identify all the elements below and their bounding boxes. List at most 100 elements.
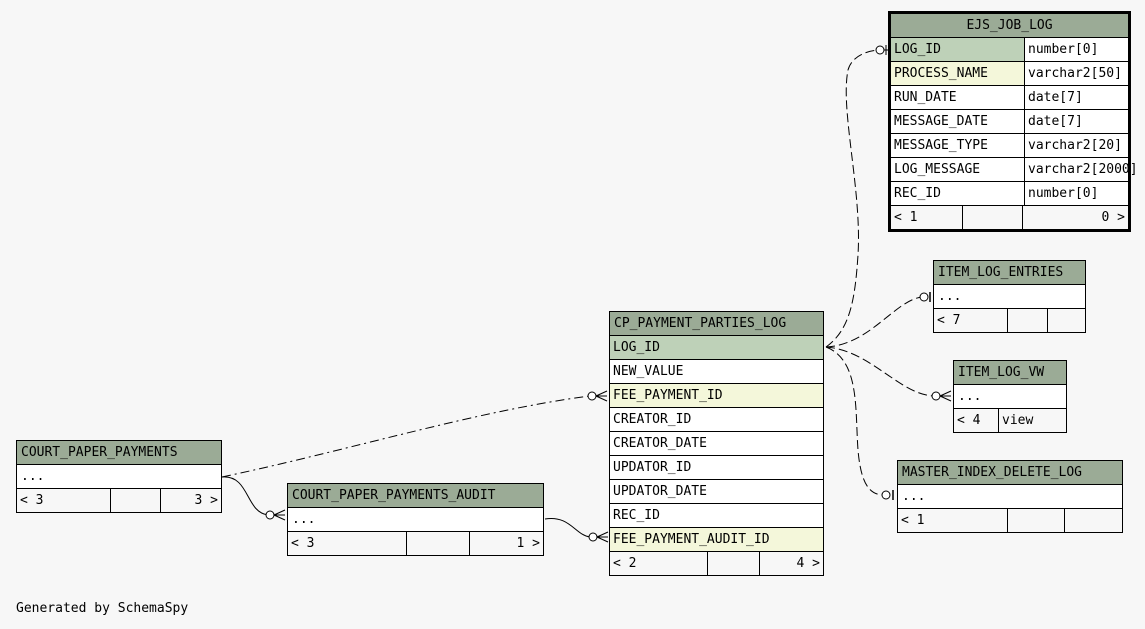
- table-title[interactable]: EJS_JOB_LOG: [891, 14, 1128, 38]
- table-master-index-delete-log[interactable]: MASTER_INDEX_DELETE_LOG ... < 1: [897, 460, 1123, 533]
- children-count[interactable]: 4 >: [759, 552, 823, 575]
- table-title[interactable]: COURT_PAPER_PAYMENTS: [17, 441, 221, 465]
- table-title[interactable]: MASTER_INDEX_DELETE_LOG: [898, 461, 1122, 485]
- parents-count[interactable]: < 1: [901, 513, 925, 528]
- table-title[interactable]: ITEM_LOG_ENTRIES: [934, 261, 1085, 285]
- table-ejs-job-log[interactable]: EJS_JOB_LOG LOG_ID number[0] PROCESS_NAM…: [888, 11, 1138, 232]
- column-name: LOG_ID: [891, 38, 1024, 61]
- column-row[interactable]: LOG_ID number[0]: [891, 38, 1128, 62]
- column-name: UPDATOR_DATE: [613, 484, 707, 499]
- parents-count[interactable]: < 7: [937, 313, 961, 328]
- column-type: number[0]: [1024, 38, 1128, 61]
- column-type: varchar2[2000]: [1024, 158, 1138, 181]
- column-type: number[0]: [1024, 182, 1128, 205]
- column-name: PROCESS_NAME: [891, 62, 1024, 85]
- column-row[interactable]: NEW_VALUE: [610, 360, 823, 384]
- footer-middle: [1007, 309, 1047, 332]
- column-row[interactable]: LOG_MESSAGE varchar2[2000]: [891, 158, 1138, 182]
- relationship-court-paper-payments-fee: [221, 395, 591, 478]
- table-footer: < 4 view: [954, 409, 1066, 432]
- children-count[interactable]: 3 >: [160, 489, 221, 512]
- table-court-paper-payments-audit[interactable]: COURT_PAPER_PAYMENTS_AUDIT ... < 3 1 >: [287, 483, 544, 556]
- zero-or-one-marker: [919, 292, 929, 302]
- column-row[interactable]: REC_ID number[0]: [891, 182, 1128, 206]
- zero-or-many-marker: [931, 391, 941, 401]
- table-title[interactable]: COURT_PAPER_PAYMENTS_AUDIT: [288, 484, 543, 508]
- column-row[interactable]: UPDATOR_ID: [610, 456, 823, 480]
- table-footer: < 3 3 >: [17, 489, 221, 512]
- column-name: REC_ID: [894, 186, 941, 201]
- columns-ellipsis: ...: [17, 465, 221, 489]
- columns-ellipsis: ...: [954, 385, 1066, 409]
- zero-or-many-marker: [588, 532, 598, 542]
- column-name: LOG_MESSAGE: [894, 162, 981, 177]
- children-count: [1047, 309, 1085, 332]
- zero-or-one-marker: [881, 490, 891, 500]
- footer-middle: [962, 206, 1022, 229]
- column-row[interactable]: CREATOR_ID: [610, 408, 823, 432]
- column-name: FEE_PAYMENT_AUDIT_ID: [610, 528, 823, 551]
- columns-ellipsis: ...: [898, 485, 1122, 509]
- footer-middle: [406, 532, 469, 555]
- column-row[interactable]: LOG_ID: [610, 336, 823, 360]
- children-count: [1064, 509, 1122, 532]
- column-name: CREATOR_DATE: [613, 436, 707, 451]
- column-type: varchar2[50]: [1024, 62, 1128, 85]
- column-row[interactable]: MESSAGE_TYPE varchar2[20]: [891, 134, 1128, 158]
- zero-or-many-marker: [587, 391, 597, 401]
- column-row[interactable]: CREATOR_DATE: [610, 432, 823, 456]
- parents-count[interactable]: < 3: [20, 493, 44, 508]
- column-row[interactable]: UPDATOR_DATE: [610, 480, 823, 504]
- footer-middle: [707, 552, 759, 575]
- column-type: date[7]: [1024, 110, 1128, 133]
- footer-middle: [110, 489, 160, 512]
- column-row[interactable]: REC_ID: [610, 504, 823, 528]
- parents-count[interactable]: < 4: [957, 413, 981, 428]
- table-footer: < 1: [898, 509, 1122, 532]
- generated-by-label: Generated by SchemaSpy: [16, 601, 189, 616]
- parents-count[interactable]: < 1: [894, 210, 918, 225]
- column-name: REC_ID: [613, 508, 660, 523]
- column-row[interactable]: MESSAGE_DATE date[7]: [891, 110, 1128, 134]
- table-item-log-vw[interactable]: ITEM_LOG_VW ... < 4 view: [953, 360, 1067, 433]
- column-row[interactable]: FEE_PAYMENT_ID: [610, 384, 823, 408]
- column-type: date[7]: [1024, 86, 1128, 109]
- table-cp-payment-parties-log[interactable]: CP_PAYMENT_PARTIES_LOG LOG_ID NEW_VALUE …: [609, 311, 824, 576]
- parents-count[interactable]: < 2: [613, 556, 637, 571]
- table-title[interactable]: CP_PAYMENT_PARTIES_LOG: [610, 312, 823, 336]
- column-name: CREATOR_ID: [613, 412, 692, 427]
- table-footer: < 7: [934, 309, 1085, 332]
- table-footer: < 1 0 >: [891, 206, 1128, 229]
- children-count[interactable]: 1 >: [469, 532, 543, 555]
- column-name: UPDATOR_ID: [613, 460, 692, 475]
- relationship-court-paper-payments-audit: [221, 476, 269, 516]
- table-title[interactable]: ITEM_LOG_VW: [954, 361, 1066, 385]
- column-name: RUN_DATE: [894, 90, 957, 105]
- column-row[interactable]: FEE_PAYMENT_AUDIT_ID: [610, 528, 823, 552]
- column-type: varchar2[20]: [1024, 134, 1128, 157]
- column-row[interactable]: PROCESS_NAME varchar2[50]: [891, 62, 1128, 86]
- columns-ellipsis: ...: [288, 508, 543, 532]
- relationship-master-index-delete-log: [825, 346, 885, 496]
- relationship-ejs-job-log: [825, 49, 881, 348]
- table-footer: < 3 1 >: [288, 532, 543, 555]
- relationship-item-log-vw: [825, 346, 935, 397]
- column-name: MESSAGE_DATE: [894, 114, 988, 129]
- columns-ellipsis: ...: [934, 285, 1085, 309]
- column-name: FEE_PAYMENT_ID: [610, 384, 823, 407]
- footer-middle: [1007, 509, 1064, 532]
- table-footer: < 2 4 >: [610, 552, 823, 575]
- view-label: view: [998, 409, 1066, 432]
- column-row[interactable]: RUN_DATE date[7]: [891, 86, 1128, 110]
- zero-or-many-marker: [265, 510, 275, 520]
- children-count[interactable]: 0 >: [1022, 206, 1128, 229]
- parents-count[interactable]: < 3: [291, 536, 315, 551]
- column-name: MESSAGE_TYPE: [894, 138, 988, 153]
- relationship-item-log-entries: [825, 296, 923, 348]
- table-item-log-entries[interactable]: ITEM_LOG_ENTRIES ... < 7: [933, 260, 1086, 333]
- relationship-audit-fee: [544, 518, 591, 538]
- column-name: NEW_VALUE: [613, 364, 684, 379]
- table-court-paper-payments[interactable]: COURT_PAPER_PAYMENTS ... < 3 3 >: [16, 440, 222, 513]
- zero-or-one-marker: [875, 45, 885, 55]
